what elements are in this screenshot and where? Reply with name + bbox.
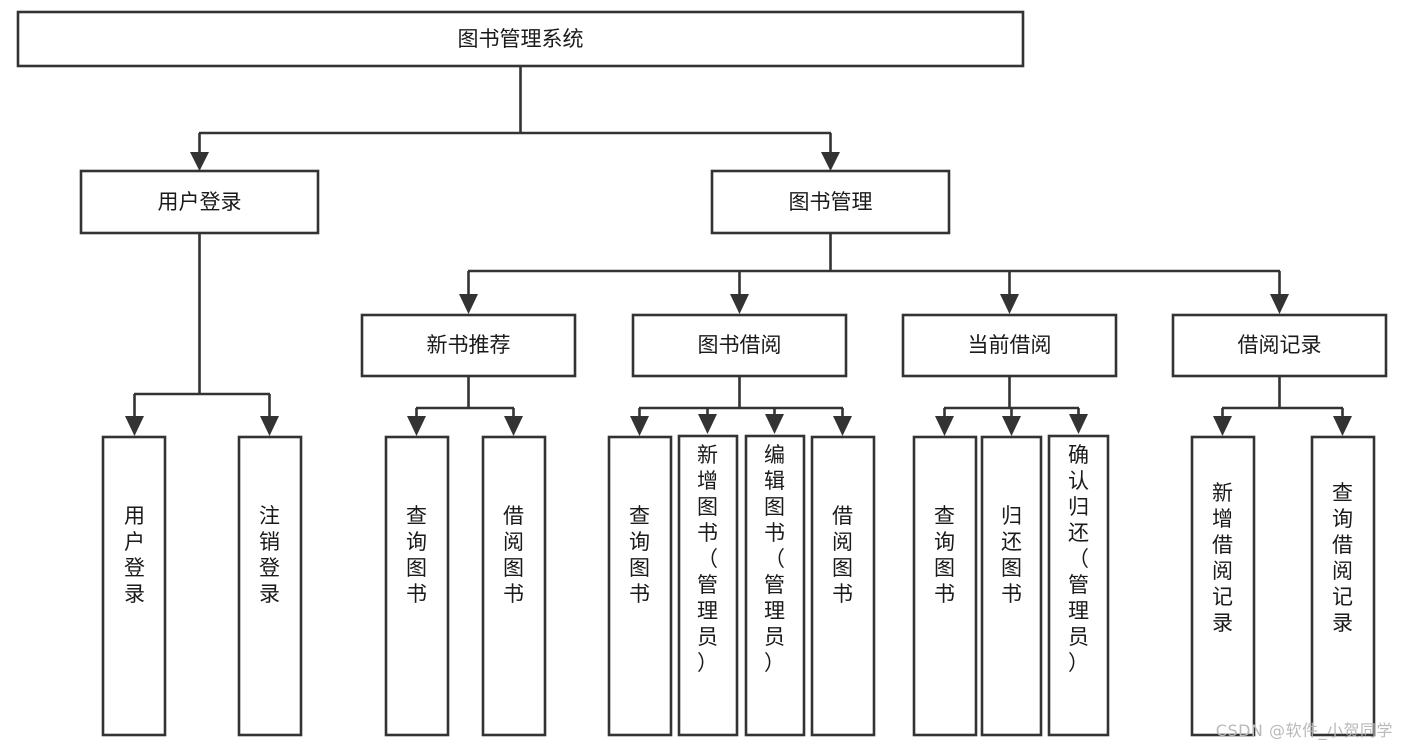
node-leaf-confirm-return-label: 确认归还（管理员） <box>1068 443 1089 675</box>
arrow-head-bookborrow <box>730 294 749 314</box>
node-book-borrow-box[interactable] <box>631 313 848 378</box>
node-leaf-edit-book-box[interactable] <box>744 434 806 737</box>
node-book-manage-label: 图书管理 <box>789 190 873 214</box>
node-book-manage[interactable]: 图书管理 <box>710 169 951 235</box>
node-leaf-query-book-1-box[interactable] <box>384 435 450 737</box>
node-leaf-add-record-label: 新增借阅记录 <box>1212 481 1233 635</box>
arrow-head-leaf-query-book-1 <box>407 416 426 436</box>
arrow-head-leaf-user-login <box>125 416 144 436</box>
node-leaf-confirm-return[interactable]: 确认归还（管理员） <box>1047 434 1110 737</box>
node-new-book-rec[interactable]: 新书推荐 <box>360 313 577 378</box>
node-leaf-return-book-box[interactable] <box>980 435 1043 737</box>
arrow-head-leaf-query-book-3 <box>935 416 954 436</box>
arrow-head-book-manage <box>821 152 840 171</box>
edge-layer <box>125 66 1352 436</box>
arrow-head-leaf-logout <box>260 416 279 436</box>
node-leaf-query-book-3-label: 查询图书 <box>934 504 955 606</box>
node-leaf-borrow-book-1-box[interactable] <box>481 435 547 737</box>
node-leaf-query-record-label: 查询借阅记录 <box>1332 481 1353 635</box>
node-leaf-add-book[interactable]: 新增图书（管理员） <box>677 434 739 737</box>
arrow-head-leaf-edit-book <box>765 414 784 434</box>
arrow-head-borrowrecord <box>1270 294 1289 314</box>
node-leaf-query-record[interactable]: 查询借阅记录 <box>1310 435 1376 737</box>
node-leaf-confirm-return-box[interactable] <box>1047 434 1110 737</box>
node-current-borrow[interactable]: 当前借阅 <box>901 313 1118 378</box>
arrow-head-leaf-borrow-book-1 <box>504 416 523 436</box>
node-root-box[interactable] <box>16 10 1025 68</box>
node-leaf-query-book-2-box[interactable] <box>607 435 673 737</box>
node-leaf-add-record-box[interactable] <box>1190 435 1256 737</box>
node-leaf-add-book-label: 新增图书（管理员） <box>697 443 718 675</box>
node-book-borrow[interactable]: 图书借阅 <box>631 313 848 378</box>
node-leaf-return-book[interactable]: 归还图书 <box>980 435 1043 737</box>
node-user-login-label: 用户登录 <box>158 190 242 214</box>
arrow-head-newbook <box>459 294 478 314</box>
arrow-head-leaf-add-book <box>698 414 717 434</box>
node-root-label: 图书管理系统 <box>458 27 584 51</box>
arrow-head-currentborrow <box>1000 294 1019 314</box>
node-leaf-logout[interactable]: 注销登录 <box>237 435 303 737</box>
node-leaf-user-login[interactable]: 用户登录 <box>101 435 167 737</box>
node-leaf-query-book-3-box[interactable] <box>912 435 978 737</box>
node-leaf-add-record[interactable]: 新增借阅记录 <box>1190 435 1256 737</box>
node-leaf-query-book-1[interactable]: 查询图书 <box>384 435 450 737</box>
arrow-head-leaf-return-book <box>1002 416 1021 436</box>
node-new-book-rec-box[interactable] <box>360 313 577 378</box>
arrow-head-leaf-query-book-2 <box>630 416 649 436</box>
arrow-head-leaf-confirm-return <box>1069 414 1088 434</box>
node-leaf-query-book-3[interactable]: 查询图书 <box>912 435 978 737</box>
node-root[interactable]: 图书管理系统 <box>16 10 1025 68</box>
node-leaf-logout-label: 注销登录 <box>259 504 280 606</box>
node-leaf-return-book-label: 归还图书 <box>1001 504 1022 606</box>
node-borrow-record[interactable]: 借阅记录 <box>1171 313 1388 378</box>
node-leaf-borrow-book-2-label: 借阅图书 <box>832 504 853 606</box>
node-leaf-add-book-box[interactable] <box>677 434 739 737</box>
node-book-borrow-label: 图书借阅 <box>698 333 782 357</box>
node-book-manage-box[interactable] <box>710 169 951 235</box>
node-leaf-query-record-box[interactable] <box>1310 435 1376 737</box>
node-leaf-query-book-2-label: 查询图书 <box>629 504 650 606</box>
node-borrow-record-label: 借阅记录 <box>1238 333 1322 357</box>
node-leaf-user-login-box[interactable] <box>101 435 167 737</box>
arrow-head-user-login <box>190 152 209 171</box>
arrow-head-leaf-add-record <box>1213 416 1232 436</box>
node-user-login-box[interactable] <box>79 169 320 235</box>
node-new-book-rec-label: 新书推荐 <box>427 333 511 357</box>
node-leaf-query-book-1-label: 查询图书 <box>406 504 427 606</box>
arrow-head-leaf-query-record <box>1333 416 1352 436</box>
node-leaf-edit-book-label: 编辑图书（管理员） <box>764 443 785 675</box>
node-leaf-edit-book[interactable]: 编辑图书（管理员） <box>744 434 806 737</box>
node-current-borrow-label: 当前借阅 <box>968 333 1052 357</box>
node-leaf-logout-box[interactable] <box>237 435 303 737</box>
node-leaf-user-login-label: 用户登录 <box>124 504 145 606</box>
node-current-borrow-box[interactable] <box>901 313 1118 378</box>
node-leaf-borrow-book-2-box[interactable] <box>810 435 876 737</box>
node-leaf-query-book-2[interactable]: 查询图书 <box>607 435 673 737</box>
node-leaf-borrow-book-1-label: 借阅图书 <box>503 504 524 606</box>
node-user-login[interactable]: 用户登录 <box>79 169 320 235</box>
node-leaf-borrow-book-2[interactable]: 借阅图书 <box>810 435 876 737</box>
node-borrow-record-box[interactable] <box>1171 313 1388 378</box>
arrow-head-leaf-borrow-book-2 <box>833 416 852 436</box>
node-leaf-borrow-book-1[interactable]: 借阅图书 <box>481 435 547 737</box>
